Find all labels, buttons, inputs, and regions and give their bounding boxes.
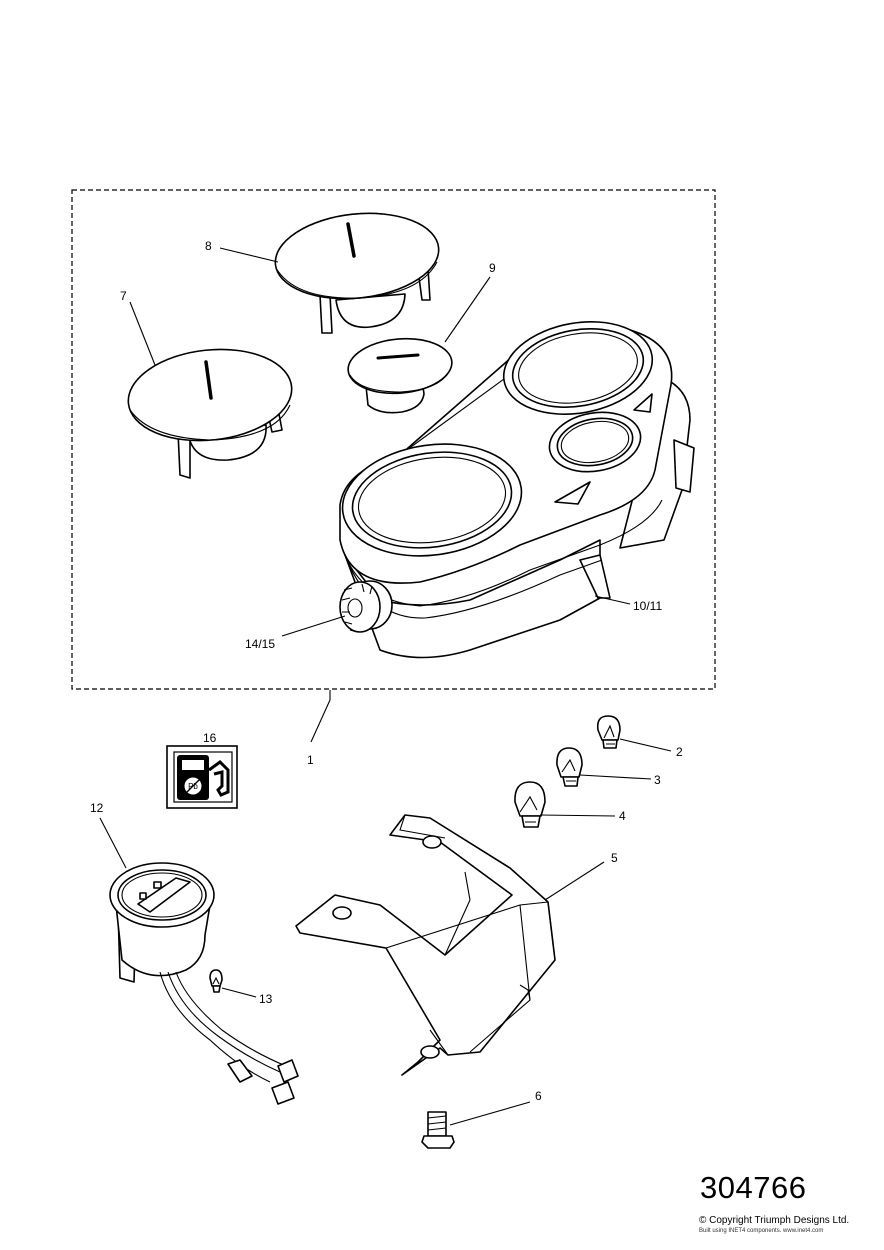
callout-10-11: 10/11 (633, 599, 662, 613)
callout-16: 16 (203, 731, 217, 745)
trip-reset-knob (339, 580, 393, 633)
instrument-housing (339, 321, 695, 659)
callout-7: 7 (120, 289, 127, 303)
callout-9: 9 (489, 261, 496, 275)
assembly-boundary (71, 189, 716, 690)
fuel-gauge-unit (109, 862, 299, 1105)
leader-lines (99, 247, 672, 1126)
drawing-number: 304766 (700, 1170, 807, 1205)
screw (421, 1111, 455, 1149)
callout-4: 4 (619, 809, 626, 823)
bulb-3 (556, 747, 583, 787)
bulb-4 (514, 781, 546, 828)
gauge-cover-cap-7 (127, 348, 293, 479)
unleaded-fuel-pump-icon: Pb (166, 745, 238, 809)
callout-14-15: 14/15 (245, 637, 275, 651)
callout-5: 5 (611, 851, 618, 865)
copyright-notice: © Copyright Triumph Designs Ltd. (699, 1215, 850, 1226)
callout-3: 3 (654, 773, 661, 787)
mounting-bracket (295, 814, 556, 1076)
callout-1: 1 (307, 753, 314, 767)
gauge-cover-cap-9 (347, 337, 453, 414)
callout-8: 8 (205, 239, 212, 253)
gauge-cover-cap-8 (274, 212, 440, 334)
built-with-note: Built using INET4 components. www.inet4.… (699, 1228, 824, 1234)
callout-2: 2 (676, 745, 683, 759)
callout-13: 13 (259, 992, 273, 1006)
svg-text:Pb: Pb (188, 782, 198, 791)
callout-6: 6 (535, 1089, 542, 1103)
bulb-13 (209, 969, 223, 993)
callout-12: 12 (90, 801, 104, 815)
bulb-2 (596, 715, 621, 749)
